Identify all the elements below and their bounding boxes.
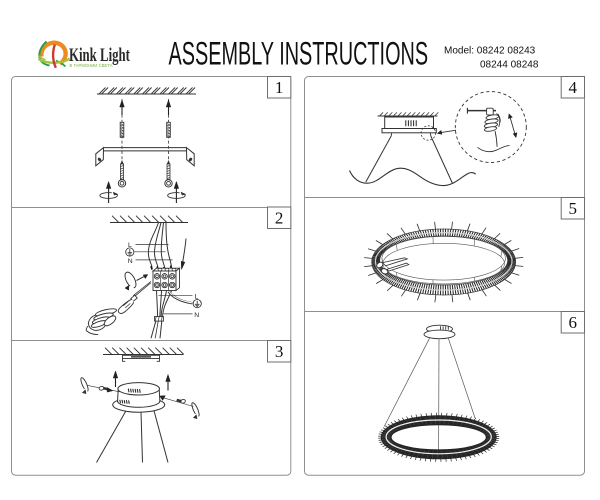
svg-text:5: 5 bbox=[569, 199, 578, 218]
svg-text:L: L bbox=[195, 293, 199, 300]
svg-text:1: 1 bbox=[275, 78, 284, 97]
svg-text:Model: 08242 08243: Model: 08242 08243 bbox=[444, 46, 536, 57]
svg-text:2: 2 bbox=[275, 209, 284, 228]
svg-text:08244 08248: 08244 08248 bbox=[480, 60, 539, 71]
svg-text:Kink Light: Kink Light bbox=[69, 46, 130, 66]
svg-text:В ГАРМОНИИ СВЕТА: В ГАРМОНИИ СВЕТА bbox=[70, 63, 113, 68]
svg-text:6: 6 bbox=[569, 313, 578, 332]
svg-text:N: N bbox=[194, 312, 199, 319]
svg-text:L: L bbox=[128, 242, 132, 249]
svg-text:N: N bbox=[128, 258, 133, 265]
svg-text:3: 3 bbox=[275, 342, 284, 361]
svg-text:ASSEMBLY INSTRUCTIONS: ASSEMBLY INSTRUCTIONS bbox=[169, 36, 429, 72]
svg-text:4: 4 bbox=[569, 78, 578, 97]
